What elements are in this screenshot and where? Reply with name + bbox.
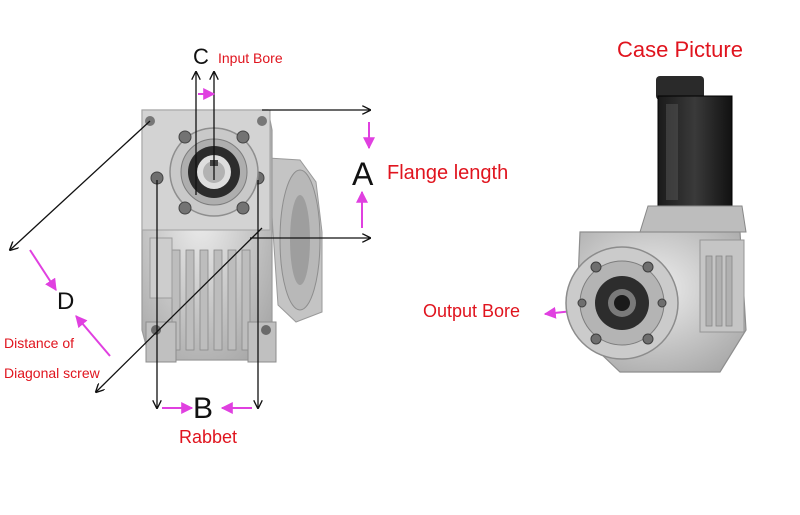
- case-picture-assembly: [565, 76, 747, 373]
- output-bore-label: Output Bore: [423, 301, 521, 321]
- input-bore-label: Input Bore: [218, 50, 283, 66]
- letter-a: A: [352, 156, 374, 192]
- distance-label-line1: Distance of: [4, 335, 75, 351]
- distance-arrow-top: [29, 249, 57, 292]
- distance-label-line2: Diagonal screw: [4, 365, 100, 381]
- letter-c: C: [193, 44, 209, 69]
- flange-length-label: Flange length: [387, 162, 509, 184]
- distance-arrow-bottom: [75, 315, 111, 357]
- dimension-lines: [10, 72, 370, 408]
- letter-b: B: [193, 392, 214, 425]
- case-picture-title: Case Picture: [617, 37, 743, 62]
- diagonal-lower-line: [96, 227, 263, 392]
- letter-d: D: [57, 288, 75, 315]
- diagonal-upper-line: [10, 120, 151, 250]
- rabbet-label: Rabbet: [179, 427, 238, 447]
- gearbox-front-view: [141, 109, 323, 363]
